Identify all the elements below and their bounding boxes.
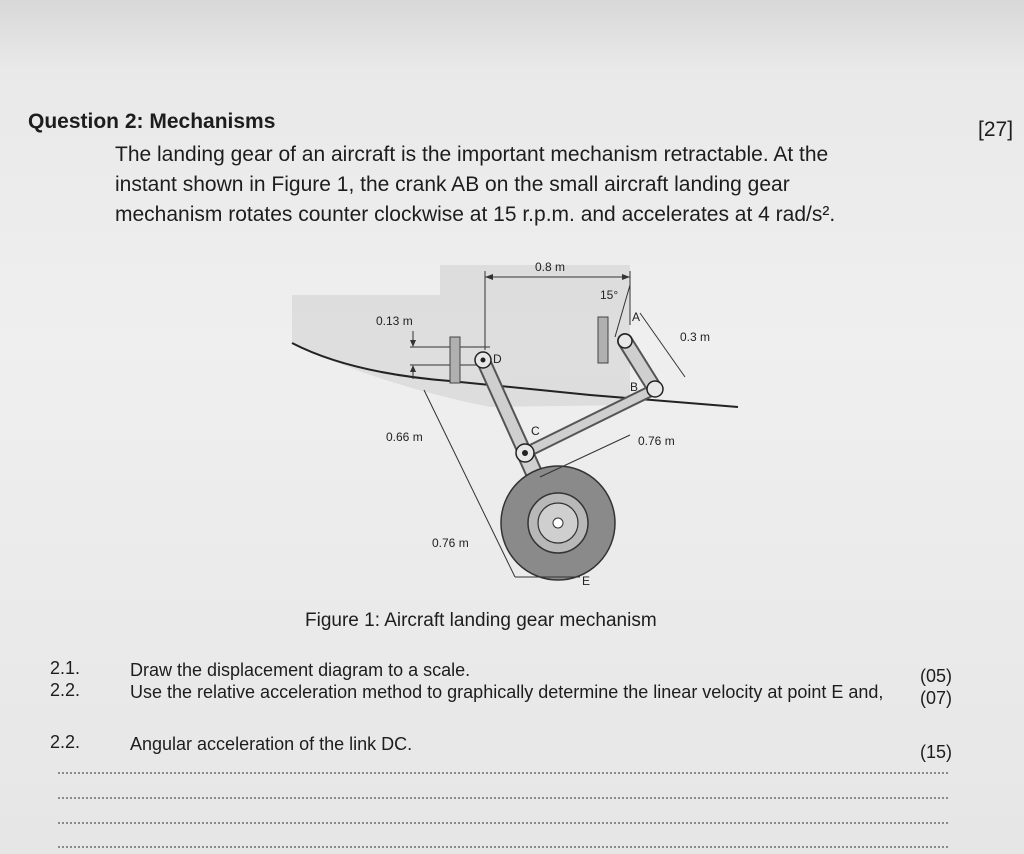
angle-label: 15° xyxy=(600,288,618,302)
point-d-label: D xyxy=(493,352,502,366)
task-marks: (07) xyxy=(920,688,953,708)
task-text: Use the relative acceleration method to … xyxy=(130,682,884,702)
answer-line xyxy=(58,772,948,774)
dimension-0-76-bc: 0.76 m xyxy=(638,434,675,448)
dimension-0-8: 0.8 m xyxy=(535,260,565,274)
point-e-label: E xyxy=(582,574,590,588)
point-c-label: C xyxy=(531,424,540,438)
task-number: 2.1. xyxy=(50,658,81,678)
intro-line: The landing gear of an aircraft is the i… xyxy=(115,143,829,166)
task-number: 2.2. xyxy=(50,732,81,752)
landing-gear-figure: 0.8 m 15° 0.13 m xyxy=(290,255,740,595)
support-d xyxy=(449,336,461,384)
dimension-0-76-de: 0.76 m xyxy=(432,536,469,550)
point-a-label: A xyxy=(632,310,640,324)
answer-line xyxy=(58,846,948,848)
intro-line: instant shown in Figure 1, the crank AB … xyxy=(115,173,790,196)
dimension-0-66: 0.66 m xyxy=(386,430,423,444)
intro-line: mechanism rotates counter clockwise at 1… xyxy=(115,203,836,226)
task-marks: (05) xyxy=(920,666,953,686)
support-a xyxy=(597,316,609,364)
task-number: 2.2. xyxy=(50,680,81,700)
answer-line xyxy=(58,822,948,824)
question-total-marks: [27] xyxy=(978,118,1014,141)
task-marks: (15) xyxy=(920,742,953,762)
question-intro: The landing gear of an aircraft is the i… xyxy=(115,140,945,230)
dimension-0-13: 0.13 m xyxy=(376,314,413,328)
task-text: Angular acceleration of the link DC. xyxy=(130,734,413,754)
dimension-0-3: 0.3 m xyxy=(680,330,710,344)
answer-line xyxy=(58,797,948,799)
task-text: Draw the displacement diagram to a scale… xyxy=(130,660,471,680)
point-b-label: B xyxy=(630,380,638,394)
mechanism-diagram: 0.8 m 15° 0.13 m xyxy=(291,260,739,588)
figure-caption: Figure 1: Aircraft landing gear mechanis… xyxy=(305,610,657,631)
fuselage-shade xyxy=(292,265,630,407)
question-title: Question 2: Mechanisms xyxy=(28,110,276,133)
